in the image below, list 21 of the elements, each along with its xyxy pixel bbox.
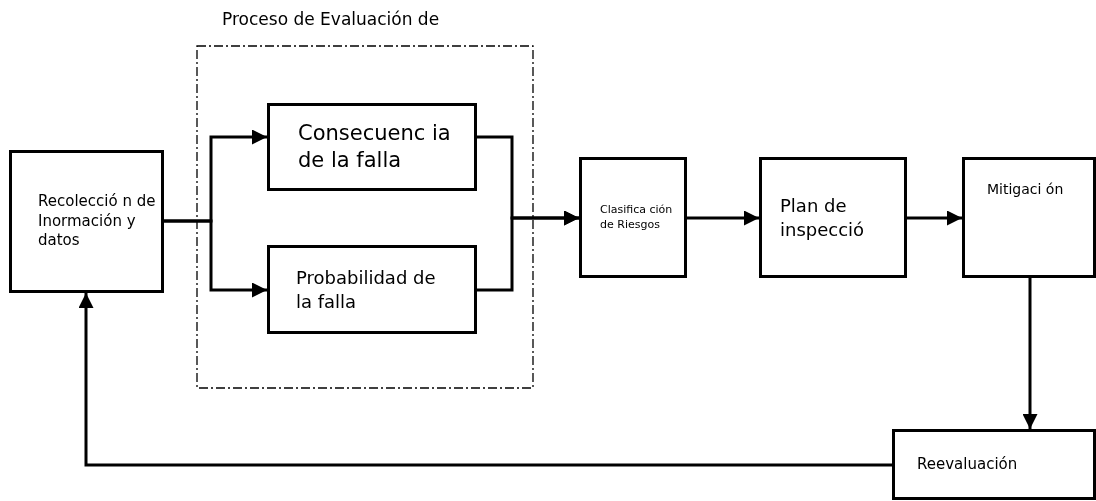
box-label: Consecuenc ia de la falla bbox=[298, 119, 452, 174]
box-label: Recolecció n de Inormación y datos bbox=[38, 192, 156, 251]
process-box bbox=[892, 429, 1096, 500]
group-heading: Proceso de Evaluación de bbox=[222, 9, 440, 29]
process-box bbox=[579, 157, 687, 278]
process-box bbox=[267, 245, 477, 334]
box-label: Reevaluación bbox=[917, 454, 1019, 475]
arrow bbox=[687, 210, 759, 226]
arrow bbox=[1022, 278, 1038, 429]
box-label: Plan de inspecció bbox=[780, 194, 866, 241]
box-label: Probabilidad de la falla bbox=[296, 266, 437, 313]
process-box bbox=[267, 103, 477, 191]
arrow bbox=[907, 210, 962, 226]
box-label: Clasifica ción de Riesgos bbox=[600, 203, 674, 232]
process-box bbox=[759, 157, 907, 278]
process-box bbox=[962, 157, 1096, 278]
arrow bbox=[164, 219, 267, 298]
arrow bbox=[477, 210, 579, 292]
process-box bbox=[9, 150, 164, 293]
box-label: Mitigaci ón bbox=[987, 180, 1065, 199]
arrow bbox=[78, 293, 892, 467]
